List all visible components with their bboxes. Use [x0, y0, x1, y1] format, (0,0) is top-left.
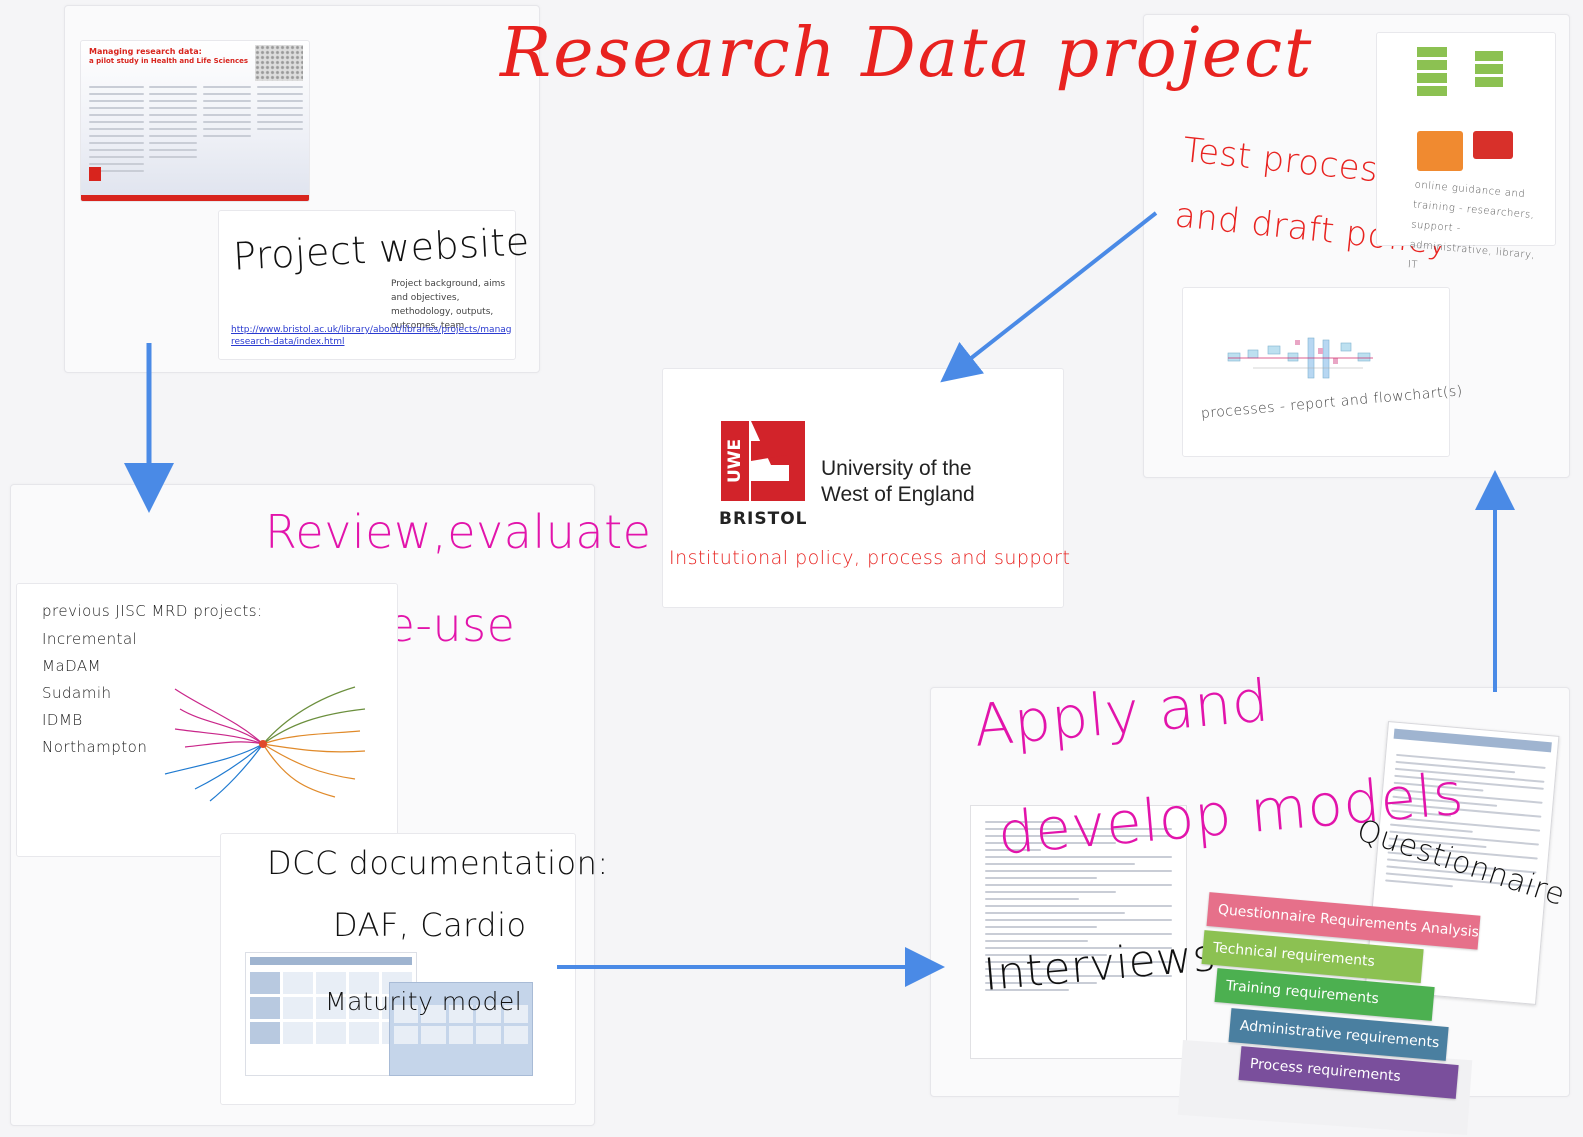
project-poster[interactable]: Managing research data: a pilot study in… [80, 40, 310, 202]
jisc-projects-card[interactable]: previous JISC MRD projects: Incremental … [16, 583, 398, 857]
flowchart-card[interactable]: processes - report and flowchart(s) [1182, 287, 1463, 457]
guidance-diagram [1417, 47, 1447, 96]
dcc-heading-2: DAF, Cardio [333, 906, 527, 944]
jisc-projects-title: previous JISC MRD projects: [42, 602, 263, 620]
interview-document [970, 805, 1187, 1059]
poster-text-col3 [203, 81, 251, 142]
project-website-card[interactable]: Project website Project background, aims… [218, 210, 531, 360]
uwe-name-line-2: West of England [821, 483, 975, 506]
page-title: Research Data project [500, 14, 1314, 93]
uwe-logo-city: BRISTOL [719, 509, 808, 529]
flowchart-graphic [1227, 337, 1373, 379]
maturity-model-thumbnail [389, 982, 533, 1076]
project-website-description: Project background, aims and objectives,… [391, 279, 506, 331]
poster-logo [89, 167, 101, 181]
dcc-heading-1: DCC documentation: [267, 844, 609, 882]
guidance-red-box [1473, 131, 1513, 159]
guidance-diagram-2 [1475, 51, 1503, 87]
poster-graphic [255, 45, 303, 81]
uwe-logo: UWE [721, 421, 805, 501]
jisc-projects-list: Incremental MaDAM Sudamih IDMB Northampt… [42, 630, 147, 765]
online-guidance-card[interactable]: online guidance and training - researche… [1376, 32, 1556, 271]
poster-title: Managing research data: [89, 47, 202, 56]
poster-footer [81, 195, 309, 201]
arrow-test-to-uwe [940, 211, 1158, 383]
dcc-card[interactable]: DCC documentation: DAF, Cardio Maturity … [220, 833, 608, 1105]
jisc-project-item: Sudamih [42, 684, 112, 702]
poster-text-col2 [149, 81, 197, 163]
project-website-link-2[interactable]: research-data/index.html [231, 337, 345, 347]
jisc-project-item: IDMB [42, 711, 83, 729]
uwe-card[interactable]: UWE BRISTOL University of the West of En… [662, 368, 1070, 608]
project-website-link-1[interactable]: http://www.bristol.ac.uk/library/about/l… [231, 325, 511, 335]
uwe-logo-mark [751, 421, 805, 501]
review-heading-1: Review,evaluate [265, 505, 652, 559]
mind-map-graphic [164, 686, 366, 802]
uwe-caption: Institutional policy, process and suppor… [669, 547, 1071, 569]
jisc-project-item: Incremental [42, 630, 138, 648]
poster-text-col4 [257, 81, 303, 135]
poster-subtitle: a pilot study in Health and Life Science… [89, 57, 249, 65]
maturity-model-label: Maturity model [325, 987, 523, 1016]
uwe-name-line-1: University of the [821, 457, 972, 480]
jisc-project-item: Northampton [42, 738, 148, 756]
guidance-orange-box [1417, 131, 1463, 171]
poster-text-col1 [89, 81, 144, 177]
jisc-project-item: MaDAM [42, 657, 102, 675]
